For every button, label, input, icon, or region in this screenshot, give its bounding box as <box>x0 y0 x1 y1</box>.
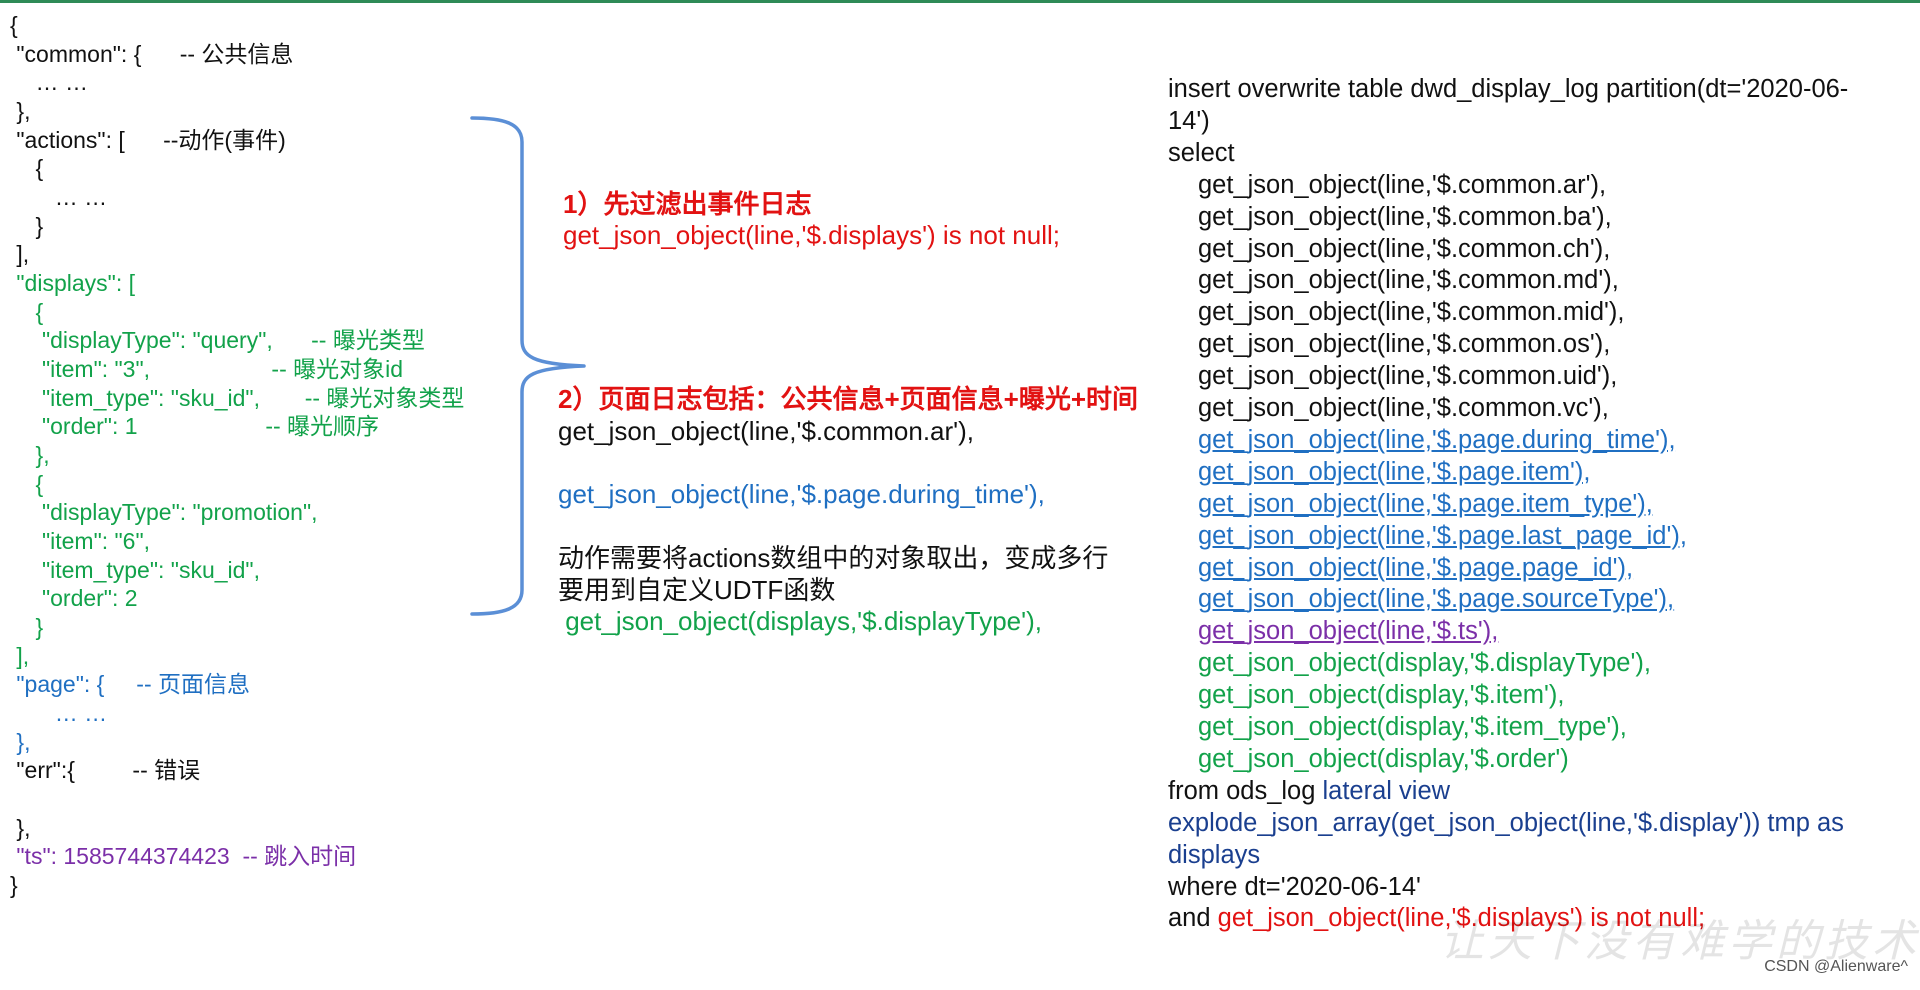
json-line: "actions": [ --动作(事件) <box>10 126 286 153</box>
sql-line: get_json_object(line,'$.page.sourceType'… <box>1198 585 1675 614</box>
json-line: }, <box>10 728 31 755</box>
sql-line: and get_json_object(line,'$.displays') i… <box>1168 906 1705 932</box>
json-line: { <box>10 298 44 325</box>
step2-code-common: get_json_object(line,'$.common.ar'), <box>558 416 975 446</box>
json-line: { <box>10 12 18 38</box>
step1-title: 1）先过滤出事件日志 <box>563 189 812 219</box>
sql-line: get_json_object(line,'$.page.item_type')… <box>1198 489 1653 518</box>
sql-from-suffix: lateral view <box>1322 776 1451 805</box>
sql-line: get_json_object(display,'$.displayType')… <box>1198 649 1651 678</box>
json-line: { <box>10 155 44 182</box>
json-line: "item_type": "sku_id", -- 曝光对象类型 <box>10 384 465 411</box>
sql-line: from ods_log lateral view <box>1168 776 1451 805</box>
json-line: "item": "3", -- 曝光对象id <box>10 355 404 382</box>
sql-and-prefix: and <box>1168 904 1218 933</box>
json-line: "order": 1 -- 曝光顺序 <box>10 413 380 440</box>
json-line: } <box>10 212 44 239</box>
sql-line: get_json_object(display,'$.item_type'), <box>1198 713 1627 741</box>
sql-line: explode_json_array(get_json_object(line,… <box>1168 808 1844 837</box>
json-line: … … <box>10 69 88 96</box>
step2-code-page: get_json_object(line,'$.page.during_time… <box>558 479 1045 509</box>
json-line: ], <box>10 241 30 268</box>
json-line: } <box>10 871 18 898</box>
sql-line: get_json_object(line,'$.common.vc'), <box>1198 394 1609 422</box>
json-line: "page": { -- 页面信息 <box>10 671 251 698</box>
json-line: ], <box>10 642 30 669</box>
sql-line: 14') <box>1168 106 1210 135</box>
desc-line-1: 动作需要将actions数组中的对象取出，变成多行 <box>558 543 1109 573</box>
sql-line: get_json_object(line,'$.page.page_id'), <box>1198 553 1634 582</box>
json-line: … … <box>10 699 108 726</box>
step2-title: 2）页面日志包括：公共信息+页面信息+曝光+时间 <box>558 384 1139 414</box>
watermark-text: 让天下没有难学的技术 <box>1440 916 1920 967</box>
sql-from-prefix: from ods_log <box>1168 776 1323 805</box>
sql-line: get_json_object(line,'$.common.os'), <box>1198 330 1611 359</box>
top-divider <box>0 0 1920 3</box>
sql-line: get_json_object(display,'$.item'), <box>1198 681 1565 710</box>
json-line: "item": "6", <box>10 527 151 554</box>
json-line: }, <box>10 814 31 841</box>
sql-line: displays <box>1168 840 1261 869</box>
sql-line: where dt='2020-06-14' <box>1168 872 1421 901</box>
sql-line: get_json_object(line,'$.ts'), <box>1198 617 1499 646</box>
step2-code-display: get_json_object(displays,'$.displayType'… <box>558 606 1042 636</box>
json-line: "displays": [ <box>10 269 135 296</box>
json-line: "common": { -- 公共信息 <box>10 40 294 67</box>
json-line: } <box>10 613 44 640</box>
json-line: "err":{ -- 错误 <box>10 757 201 784</box>
sql-line: get_json_object(line,'$.common.ch'), <box>1198 234 1611 263</box>
sql-line: get_json_object(line,'$.common.md'), <box>1198 266 1619 295</box>
json-line: "ts": 1585744374423 -- 跳入时间 <box>10 843 357 870</box>
json-line: }, <box>10 441 50 468</box>
json-line: "item_type": "sku_id", <box>10 556 260 583</box>
footer-credit: CSDN @Alienware^ <box>1764 958 1908 975</box>
sql-line: get_json_object(line,'$.page.last_page_i… <box>1198 521 1687 550</box>
step1-code: get_json_object(line,'$.displays') is no… <box>563 220 1060 250</box>
sql-line: get_json_object(line,'$.common.mid'), <box>1198 298 1625 327</box>
json-line: "order": 2 <box>10 585 138 612</box>
desc-line-2: 要用到自定义UDTF函数 <box>558 575 836 605</box>
sql-and-suffix: get_json_object(line,'$.displays') is no… <box>1217 904 1706 933</box>
sql-line: get_json_object(line,'$.common.ba'), <box>1198 202 1612 231</box>
sql-line: get_json_object(line,'$.common.uid'), <box>1198 362 1618 391</box>
json-line: "displayType": "query", -- 曝光类型 <box>10 327 425 354</box>
json-line: "displayType": "promotion", <box>10 499 318 526</box>
sql-line: insert overwrite table dwd_display_log p… <box>1168 75 1849 103</box>
sql-line: select <box>1168 138 1235 167</box>
json-line: { <box>10 470 44 497</box>
sql-line: get_json_object(line,'$.page.item'), <box>1198 457 1591 486</box>
sql-line: get_json_object(display,'$.order') <box>1198 744 1569 773</box>
sql-line: get_json_object(line,'$.common.ar'), <box>1198 170 1607 199</box>
sql-line: get_json_object(line,'$.page.during_time… <box>1198 425 1676 454</box>
json-line: … … <box>10 184 108 210</box>
json-line: }, <box>10 98 31 124</box>
